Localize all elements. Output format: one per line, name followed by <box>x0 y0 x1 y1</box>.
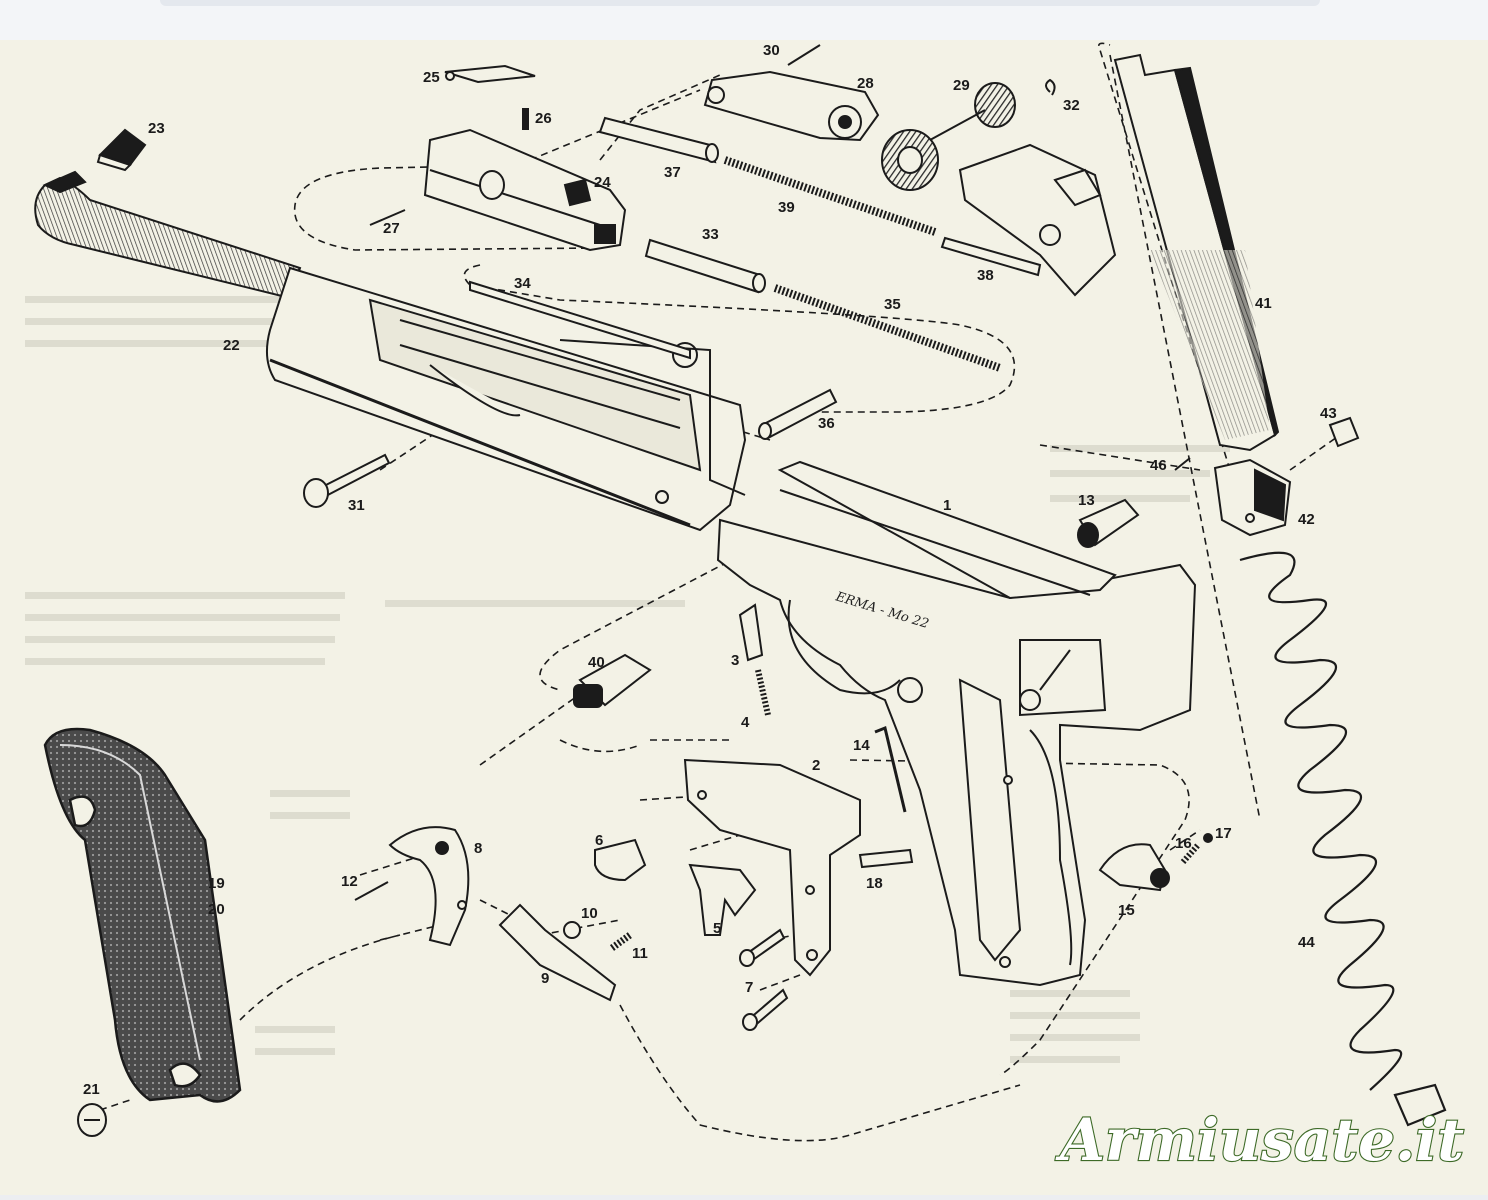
address-bar-edge <box>160 0 1320 6</box>
pin-part-36 <box>758 388 838 440</box>
spring-part-39 <box>723 156 937 236</box>
spring-part-14 <box>874 725 907 813</box>
watermark-text: Armiusate.it <box>1055 1106 1464 1174</box>
part-number-labels: 1 2 3 4 5 6 7 8 9 10 11 12 13 14 15 16 1… <box>83 42 1337 1098</box>
label-part-39: 39 <box>778 199 795 216</box>
label-part-17: 17 <box>1215 825 1232 842</box>
parts-10-11 <box>563 921 633 951</box>
pin-part-27 <box>369 209 406 226</box>
label-part-44: 44 <box>1298 934 1315 951</box>
label-part-14: 14 <box>853 737 870 754</box>
label-part-28: 28 <box>857 75 874 92</box>
pin-part-18 <box>858 848 914 869</box>
pin-part-12 <box>354 881 389 901</box>
label-part-20: 20 <box>208 901 225 918</box>
label-part-15: 15 <box>1118 902 1135 919</box>
label-part-46: 46 <box>1150 457 1167 474</box>
background-text-ghost <box>25 296 1230 1063</box>
label-part-11: 11 <box>632 945 648 962</box>
label-part-1: 1 <box>943 497 951 514</box>
label-part-6: 6 <box>595 832 603 849</box>
label-part-24: 24 <box>594 174 611 191</box>
pin-part-38 <box>940 236 1042 277</box>
pin-part-37 <box>598 116 719 164</box>
pin-part-13 <box>1077 498 1140 548</box>
label-part-7: 7 <box>745 979 753 996</box>
label-part-29: 29 <box>953 77 970 94</box>
label-part-22: 22 <box>223 337 240 354</box>
label-part-12: 12 <box>341 873 358 890</box>
magazine-spring-part-44 <box>1239 551 1447 1127</box>
magazine-parts-42-43-46 <box>1174 416 1360 537</box>
plate-part-6 <box>594 838 647 882</box>
small-parts-31-32 <box>1045 78 1056 96</box>
label-part-40: 40 <box>588 654 605 671</box>
label-part-27: 27 <box>383 220 400 237</box>
label-part-42: 42 <box>1298 511 1315 528</box>
trigger-guard-part-8 <box>388 826 470 947</box>
tube-part-33 <box>644 238 766 294</box>
toggle-link-part-28 <box>703 70 880 142</box>
label-part-43: 43 <box>1320 405 1337 422</box>
frame-part-1 <box>716 460 1197 987</box>
trigger-part-9 <box>498 903 617 1002</box>
label-part-4: 4 <box>741 714 750 731</box>
label-part-8: 8 <box>474 840 482 857</box>
label-part-21: 21 <box>83 1081 100 1098</box>
label-part-35: 35 <box>884 296 901 313</box>
screws-part-7 <box>739 928 789 1031</box>
label-part-25: 25 <box>423 69 440 86</box>
label-part-38: 38 <box>977 267 994 284</box>
label-part-34: 34 <box>514 275 531 292</box>
extractor-part-25 <box>444 64 536 84</box>
bolt-part-24 <box>423 128 627 252</box>
rod-part-34 <box>469 280 691 360</box>
safety-parts-15-16-17 <box>1098 833 1213 892</box>
barrel-receiver-part-22 <box>34 170 747 532</box>
label-part-23: 23 <box>148 120 165 137</box>
label-part-32: 32 <box>1063 97 1080 114</box>
label-part-16: 16 <box>1175 835 1192 852</box>
trigger-bar-part-2 <box>683 758 861 977</box>
spring-part-26 <box>522 108 529 130</box>
label-part-9: 9 <box>541 970 549 987</box>
grip-screw-part-21 <box>77 1103 107 1137</box>
screw-part-31 <box>303 453 391 508</box>
toggle-knob-part-29 <box>881 82 1117 297</box>
browser-top-strip <box>0 0 1488 40</box>
pin-part-30 <box>787 44 821 66</box>
springs-part-3-4 <box>738 603 771 716</box>
label-part-30: 30 <box>763 42 780 59</box>
label-part-10: 10 <box>581 905 598 922</box>
label-part-2: 2 <box>812 757 820 774</box>
label-part-33: 33 <box>702 226 719 243</box>
sear-part-5 <box>688 863 757 936</box>
label-part-3: 3 <box>731 652 739 669</box>
label-part-18: 18 <box>866 875 883 892</box>
label-part-26: 26 <box>535 110 552 127</box>
label-part-31: 31 <box>348 497 365 514</box>
label-part-13: 13 <box>1078 492 1095 509</box>
magazine-part-41 <box>1113 53 1280 452</box>
front-sight-part-23 <box>96 128 147 172</box>
button-part-40 <box>573 653 652 708</box>
label-part-41: 41 <box>1255 295 1272 312</box>
label-part-37: 37 <box>664 164 681 181</box>
label-part-36: 36 <box>818 415 835 432</box>
grip-panel-part-19-20 <box>43 727 242 1103</box>
label-part-5: 5 <box>713 920 721 937</box>
label-part-19: 19 <box>208 875 225 892</box>
bottom-strip <box>0 1195 1488 1200</box>
